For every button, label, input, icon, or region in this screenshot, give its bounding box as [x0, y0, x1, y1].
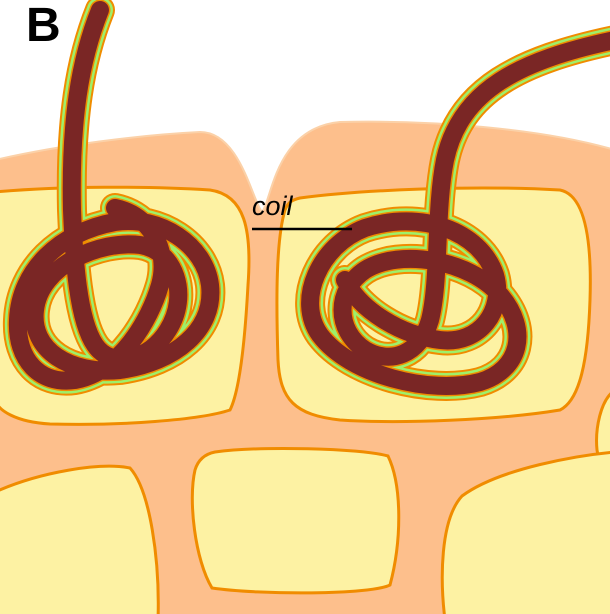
- panel-label: B: [26, 2, 61, 50]
- host-cell-lower-left: [0, 466, 158, 614]
- host-cell-lower-middle: [192, 449, 398, 593]
- coil-label: coil: [252, 193, 293, 220]
